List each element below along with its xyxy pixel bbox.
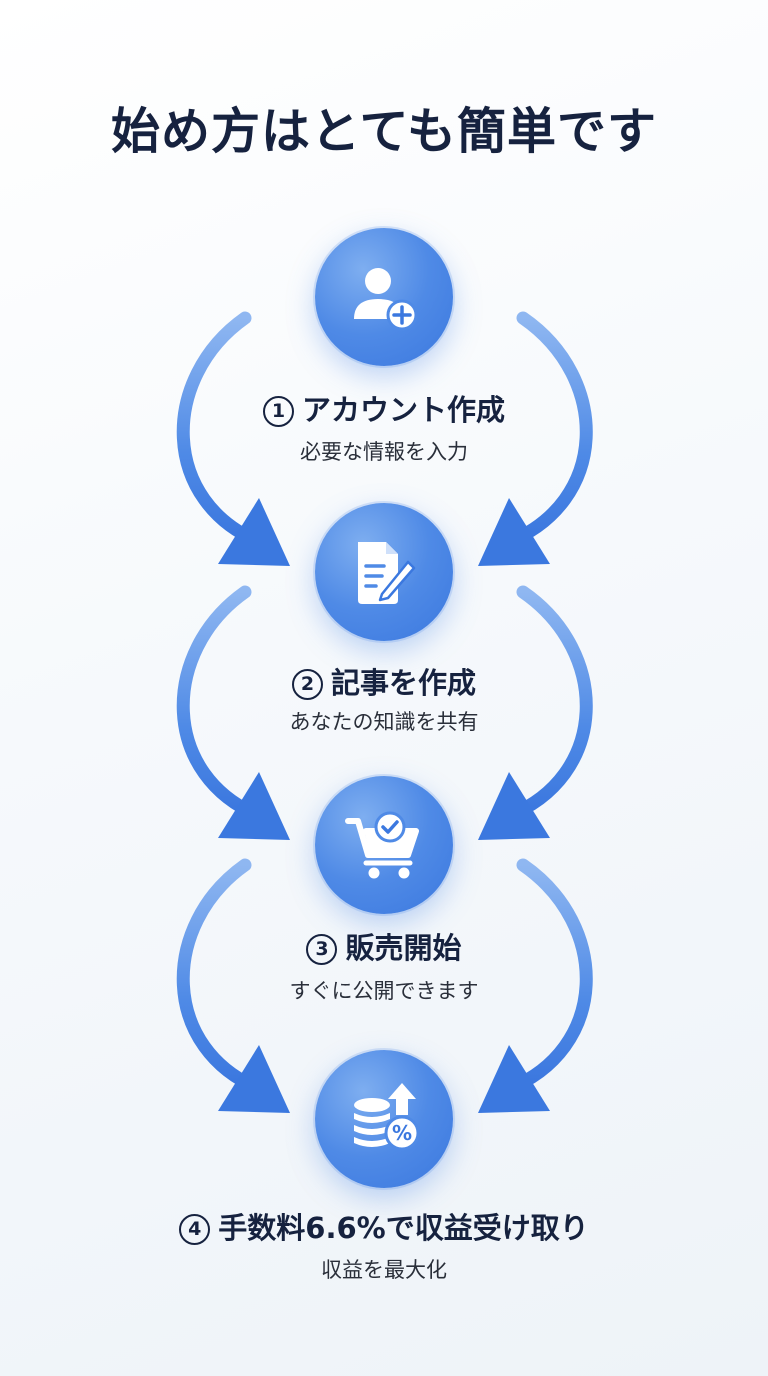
step-3-subtitle: すぐに公開できます bbox=[289, 979, 479, 1003]
flow-arrowhead-left-3 bbox=[218, 1045, 290, 1113]
step-2-title-text: 記事を作成 bbox=[330, 666, 476, 700]
step-2-subtitle: あなたの知識を共有 bbox=[289, 710, 479, 734]
step-4-subtitle: 収益を最大化 bbox=[321, 1258, 447, 1282]
step-number-badge: 4 bbox=[179, 1214, 211, 1245]
flow-arrowhead-right-2 bbox=[478, 772, 550, 840]
page-title: 始め方はとても簡単です bbox=[110, 103, 658, 160]
flow-arrow-right-1 bbox=[499, 311, 593, 550]
step-1-icon-circle bbox=[315, 228, 453, 366]
flow-arrow-left-2 bbox=[176, 585, 269, 824]
flow-arrowhead-left-2 bbox=[218, 772, 290, 840]
user-add-icon bbox=[354, 268, 418, 331]
flow-arrowhead-right-1 bbox=[478, 498, 550, 566]
flow-arrowhead-left-1 bbox=[218, 498, 290, 566]
step-3-title-text: 販売開始 bbox=[345, 931, 462, 965]
coins-percent-icon: % bbox=[354, 1083, 420, 1151]
cart-check-icon bbox=[345, 811, 419, 879]
step-4-icon-circle: % bbox=[315, 1050, 453, 1188]
step-1-subtitle: 必要な情報を入力 bbox=[300, 440, 468, 464]
percent-symbol: % bbox=[392, 1121, 412, 1145]
flow-arrow-left-1 bbox=[176, 311, 269, 550]
step-1-title-text: アカウント作成 bbox=[301, 393, 505, 427]
step-number-badge: 1 bbox=[262, 396, 294, 427]
document-edit-icon bbox=[358, 542, 416, 604]
flow-arrowhead-right-3 bbox=[478, 1045, 550, 1113]
step-4-title-text: 手数料6.6%で収益受け取り bbox=[218, 1211, 589, 1245]
step-number-badge: 2 bbox=[291, 669, 323, 700]
flow-arrow-right-2 bbox=[499, 585, 593, 824]
flow-arrow-right-3 bbox=[499, 858, 593, 1097]
step-3-icon-circle bbox=[315, 776, 453, 914]
step-number-badge: 3 bbox=[306, 934, 338, 965]
flow-arrow-left-3 bbox=[176, 858, 269, 1097]
step-2-icon-circle bbox=[315, 503, 453, 641]
